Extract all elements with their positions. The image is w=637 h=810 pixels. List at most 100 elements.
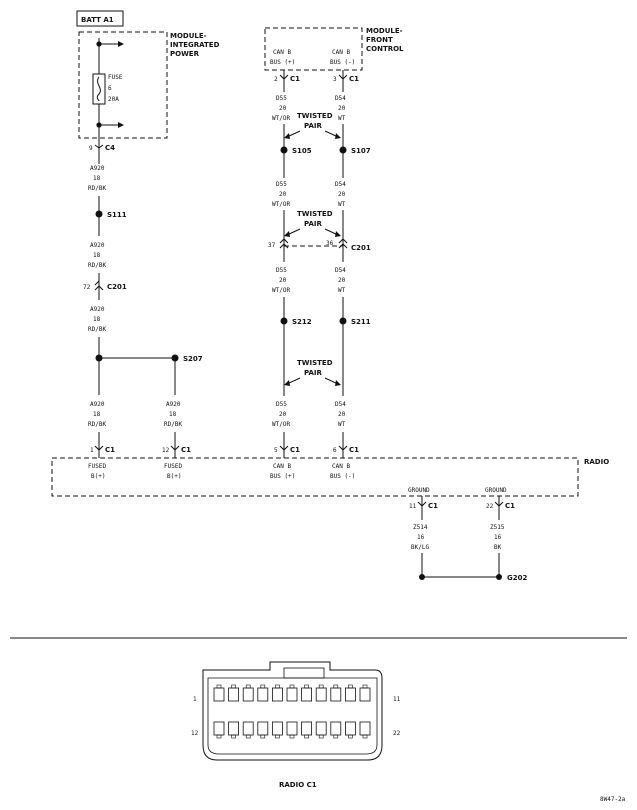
- connector-pin-top-left: 1: [193, 696, 197, 703]
- d54-code: D54: [335, 401, 346, 408]
- connector-cavity: [359, 721, 371, 736]
- connector-cavity: [228, 721, 240, 736]
- connector-cavity-latch: [260, 734, 266, 739]
- c201-connector-icon: [94, 280, 104, 291]
- fcm-title-line2: FRONT: [366, 36, 393, 44]
- connector-cavity: [330, 687, 342, 702]
- radio-fused2-line2: B(+): [167, 473, 181, 480]
- d54-code: D54: [335, 95, 346, 102]
- radio-ground2-label: GROUND: [485, 487, 507, 494]
- radio-label: RADIO: [584, 458, 609, 466]
- twisted-pair-3-arrowhead-icon: [284, 380, 290, 386]
- radio-c1-connector-icon: [170, 445, 180, 451]
- connector-cavity: [315, 687, 327, 702]
- connector-cavity-latch: [333, 684, 339, 689]
- twisted-pair-2-arrowhead-icon: [284, 231, 290, 237]
- splice-s211-label: S211: [351, 318, 371, 326]
- ipm-title-line3: POWER: [170, 50, 200, 58]
- d54-gauge: 20: [338, 105, 346, 112]
- fuse-element-icon: [96, 76, 101, 102]
- radio-c1-label: C1: [505, 502, 515, 510]
- connector-cavities: [213, 684, 371, 739]
- splice-s107-label: S107: [351, 147, 371, 155]
- connector-cavity-latch: [216, 684, 222, 689]
- d55-color: WT/OR: [272, 115, 290, 122]
- connector-cavity: [257, 721, 269, 736]
- connector-cavity-latch: [275, 684, 280, 689]
- ipm-bus-bottom-arrow-icon: [118, 122, 124, 128]
- twisted-pair-3-line1: TWISTED: [297, 359, 333, 367]
- c201-connector-icon: [338, 238, 348, 249]
- connector-cavity: [271, 687, 283, 702]
- a920-code: A920: [90, 242, 105, 249]
- d55-color: WT/OR: [272, 421, 290, 428]
- connector-cavity-latch: [231, 734, 236, 739]
- c201-pin-a920: 72: [83, 284, 91, 291]
- radio-module-box: [51, 457, 579, 497]
- connector-cavity-latch: [245, 734, 251, 739]
- splice-s111: [95, 210, 103, 218]
- connector-cavity: [330, 721, 342, 736]
- connector-cavity-latch: [304, 734, 309, 739]
- twisted-pair-3-arrowhead-icon: [335, 380, 341, 386]
- d55-color: WT/OR: [272, 201, 290, 208]
- twisted-pair-1-arrowhead-icon: [284, 133, 290, 139]
- connector-pin-top-right: 11: [393, 696, 401, 703]
- fcm-pin-minus: 3: [333, 76, 337, 83]
- connector-cavity: [286, 687, 298, 702]
- fcm-pin-plus: 2: [274, 76, 278, 83]
- a920-color: RD/BK: [88, 185, 106, 192]
- connector-cavity: [344, 721, 356, 736]
- c4-connector-label: C4: [105, 144, 115, 152]
- radio-c1-connector-icon: [417, 501, 427, 507]
- twisted-pair-3-line2: PAIR: [304, 369, 323, 377]
- d54-gauge: 20: [338, 411, 346, 418]
- connector-cavity-latch: [289, 734, 295, 739]
- connector-cavity-latch: [318, 734, 324, 739]
- connector-cavity: [257, 687, 269, 702]
- radio-c1-label: C1: [428, 502, 438, 510]
- connector-cavity: [301, 687, 313, 702]
- a920-gauge: 18: [93, 316, 101, 323]
- twisted-pair-2-arrowhead-icon: [335, 231, 341, 237]
- twisted-pair-1-line2: PAIR: [304, 122, 323, 130]
- c201-connector-icon: [279, 238, 289, 249]
- fcm-canb-minus-line2: BUS (-): [330, 59, 355, 66]
- radio-c1-label: C1: [290, 446, 300, 454]
- d54-code: D54: [335, 267, 346, 274]
- fuse-number: 6: [108, 85, 112, 92]
- fcm-canb-minus-line1: CAN B: [332, 49, 350, 56]
- battery-label: BATT A1: [81, 16, 114, 24]
- connector-cavity: [359, 687, 371, 702]
- splice-s211: [339, 317, 347, 325]
- z514-gauge: 16: [417, 534, 425, 541]
- a920-gauge: 18: [93, 411, 101, 418]
- radio-c1-connector-view: [202, 661, 383, 761]
- connector-cavity: [344, 687, 356, 702]
- a920-code: A920: [90, 306, 105, 313]
- connector-pin-bottom-right: 22: [393, 730, 401, 737]
- connector-cavity: [242, 721, 254, 736]
- connector-cavity-latch: [245, 684, 251, 689]
- d55-code: D55: [276, 181, 287, 188]
- c4-connector-icon: [94, 144, 104, 149]
- z515-color: BK: [494, 544, 502, 551]
- d54-gauge: 20: [338, 191, 346, 198]
- ipm-title-line1: MODULE-: [170, 32, 207, 40]
- fcm-canb-plus-line1: CAN B: [273, 49, 291, 56]
- radio-canb-minus-line1: CAN B: [332, 463, 350, 470]
- ipm-module-box: [78, 31, 168, 139]
- d55-gauge: 20: [279, 411, 287, 418]
- radio-c1-label: C1: [181, 446, 191, 454]
- c201-pin-d55: 37: [268, 242, 276, 249]
- connector-cavity-latch: [362, 684, 368, 689]
- battery-label-box: [76, 10, 124, 27]
- radio-canb-plus-line1: CAN B: [273, 463, 291, 470]
- c201-label-right: C201: [351, 244, 371, 252]
- radio-pin-ground2: 22: [486, 503, 494, 510]
- splice-s212: [280, 317, 288, 325]
- a920-branch-color: RD/BK: [164, 421, 182, 428]
- fuse-rating: 20A: [108, 96, 119, 103]
- c201-pin-d54: 36: [326, 240, 334, 247]
- ground-g202-label: G202: [507, 574, 527, 582]
